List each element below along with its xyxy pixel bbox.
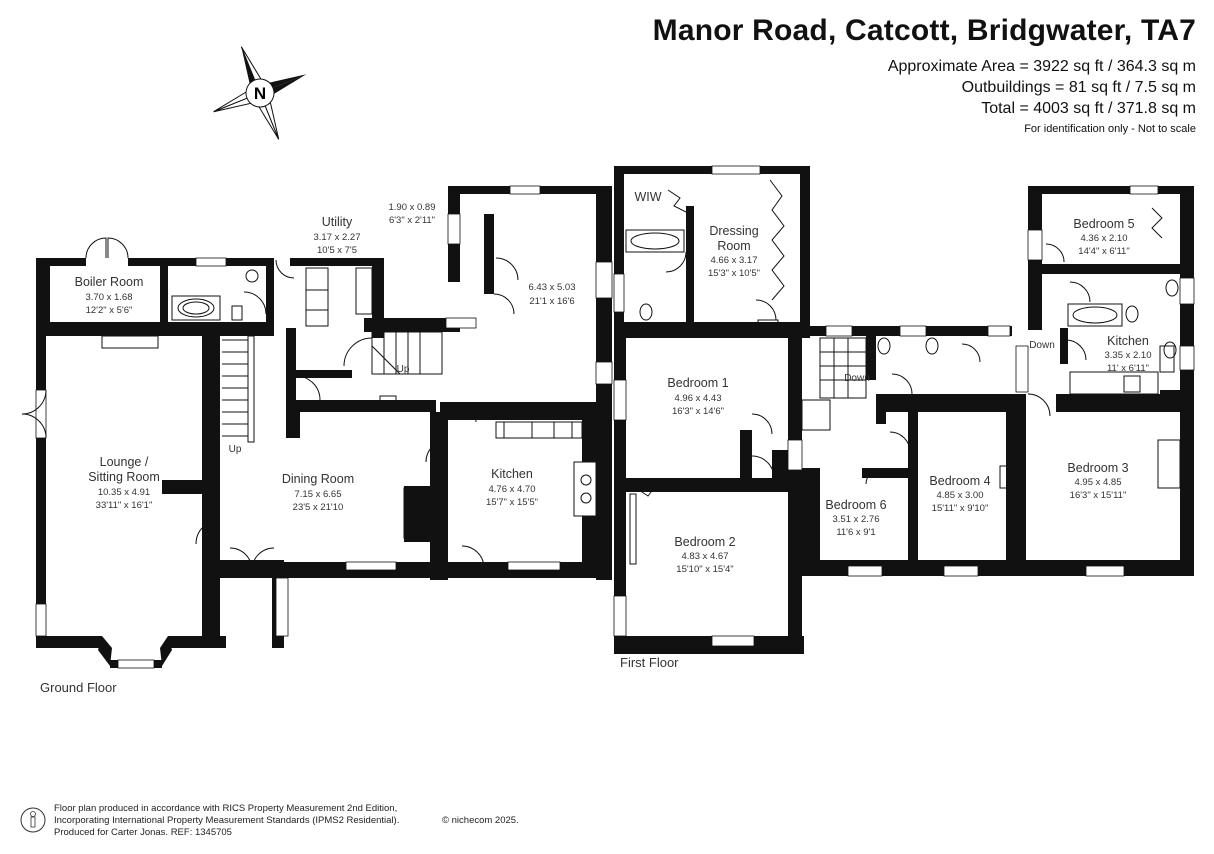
- bedroom-1-metric: 4.96 x 4.43: [674, 393, 721, 404]
- dressing-room-name-line1: Dressing: [709, 224, 758, 238]
- boiler-room-metric: 3.70 x 1.68: [85, 292, 132, 303]
- utility-imperial: 10'5 x 7'5: [317, 245, 357, 256]
- nichecom-logo: © nichecom 2025.: [442, 815, 519, 826]
- first-floor-windows: [613, 165, 1195, 647]
- utility-metric: 3.17 x 2.27: [313, 232, 360, 243]
- dressing-room-metric: 4.66 x 3.17: [710, 255, 757, 266]
- outbuildings-area: Outbuildings = 81 sq ft / 7.5 sq m: [961, 79, 1196, 96]
- ground-floor-fixtures: [21, 237, 597, 571]
- store-imperial: 6'3" x 2'11": [389, 215, 435, 226]
- compass-letter: N: [254, 84, 266, 103]
- gf-room-imperial: 21'1 x 16'6: [529, 296, 574, 307]
- stairs-up-label-1: Up: [229, 444, 242, 455]
- first-floor-fixtures: [625, 179, 1181, 565]
- dining-room-metric: 7.15 x 6.65: [294, 489, 341, 500]
- lounge-name-line2: Sitting Room: [88, 470, 160, 484]
- bedroom-5-imperial: 14'4" x 6'11": [1078, 246, 1129, 257]
- scale-disclaimer: For identification only - Not to scale: [1024, 123, 1196, 135]
- kitchen-ff-metric: 3.35 x 2.10: [1104, 350, 1151, 361]
- boiler-room-imperial: 12'2" x 5'6": [86, 305, 133, 316]
- boiler-room-name: Boiler Room: [75, 275, 144, 289]
- kitchen-ff-name: Kitchen: [1107, 334, 1149, 348]
- ground-floor-labels: Boiler Room 3.70 x 1.68 12'2" x 5'6" Uti…: [75, 202, 576, 513]
- first-floor-label: First Floor: [620, 655, 679, 670]
- dressing-room-imperial: 15'3" x 10'5": [708, 268, 760, 279]
- bedroom-5-name: Bedroom 5: [1073, 217, 1134, 231]
- footer-line-3: Produced for Carter Jonas. REF: 1345705: [54, 827, 232, 838]
- rics-badge-icon: [20, 807, 46, 833]
- kitchen-ff-imperial: 11' x 6'11": [1107, 363, 1149, 374]
- store-metric: 1.90 x 0.89: [388, 202, 435, 213]
- footer-line-2: Incorporating International Property Mea…: [54, 815, 400, 826]
- ground-floor-windows: [35, 185, 613, 669]
- gf-room-metric: 6.43 x 5.03: [528, 282, 575, 293]
- lounge-metric: 10.35 x 4.91: [98, 487, 150, 498]
- bedroom-3-metric: 4.95 x 4.85: [1074, 477, 1121, 488]
- ground-floor-label: Ground Floor: [40, 680, 117, 695]
- bedroom-6-imperial: 11'6 x 9'1: [836, 527, 875, 538]
- footer-line-1: Floor plan produced in accordance with R…: [54, 803, 398, 814]
- bedroom-5-metric: 4.36 x 2.10: [1080, 233, 1127, 244]
- bedroom-3-name: Bedroom 3: [1067, 461, 1128, 475]
- kitchen-gf-name: Kitchen: [491, 467, 533, 481]
- bedroom-4-name: Bedroom 4: [929, 474, 990, 488]
- bedroom-6-metric: 3.51 x 2.76: [832, 514, 879, 525]
- stairs-down-label-2: Down: [1029, 340, 1055, 351]
- wiw-label: WIW: [634, 190, 661, 204]
- bedroom-6-name: Bedroom 6: [825, 498, 886, 512]
- bedroom-4-metric: 4.85 x 3.00: [936, 490, 983, 501]
- bedroom-2-name: Bedroom 2: [674, 535, 735, 549]
- bedroom-1-name: Bedroom 1: [667, 376, 728, 390]
- kitchen-gf-imperial: 15'7" x 15'5": [486, 497, 538, 508]
- footer-notes: Floor plan produced in accordance with R…: [54, 803, 399, 839]
- dining-room-imperial: 23'5 x 21'10: [293, 502, 344, 513]
- first-floor-labels: WIW Dressing Room 4.66 x 3.17 15'3" x 10…: [634, 190, 1151, 575]
- approximate-area: Approximate Area = 3922 sq ft / 364.3 sq…: [887, 58, 1196, 75]
- compass-rose-icon: N: [213, 46, 307, 140]
- stairs-up-label-2: Up: [397, 364, 410, 375]
- lounge-imperial: 33'11" x 16'1": [96, 500, 153, 511]
- lounge-name-line1: Lounge /: [100, 455, 149, 469]
- ground-floor-walls: [36, 186, 612, 668]
- dressing-room-name-line2: Room: [717, 239, 750, 253]
- bedroom-2-metric: 4.83 x 4.67: [681, 551, 728, 562]
- bedroom-3-imperial: 16'3" x 15'11": [1070, 490, 1127, 501]
- kitchen-gf-metric: 4.76 x 4.70: [488, 484, 535, 495]
- bedroom-2-imperial: 15'10" x 15'4": [676, 564, 733, 575]
- dining-room-name: Dining Room: [282, 472, 354, 486]
- stairs-down-label-1: Down: [844, 373, 870, 384]
- total-area: Total = 4003 sq ft / 371.8 sq m: [981, 100, 1196, 117]
- bedroom-1-imperial: 16'3" x 14'6": [672, 406, 724, 417]
- bedroom-4-imperial: 15'11" x 9'10": [932, 503, 989, 514]
- utility-name: Utility: [322, 215, 353, 229]
- property-title: Manor Road, Catcott, Bridgwater, TA7: [652, 14, 1196, 47]
